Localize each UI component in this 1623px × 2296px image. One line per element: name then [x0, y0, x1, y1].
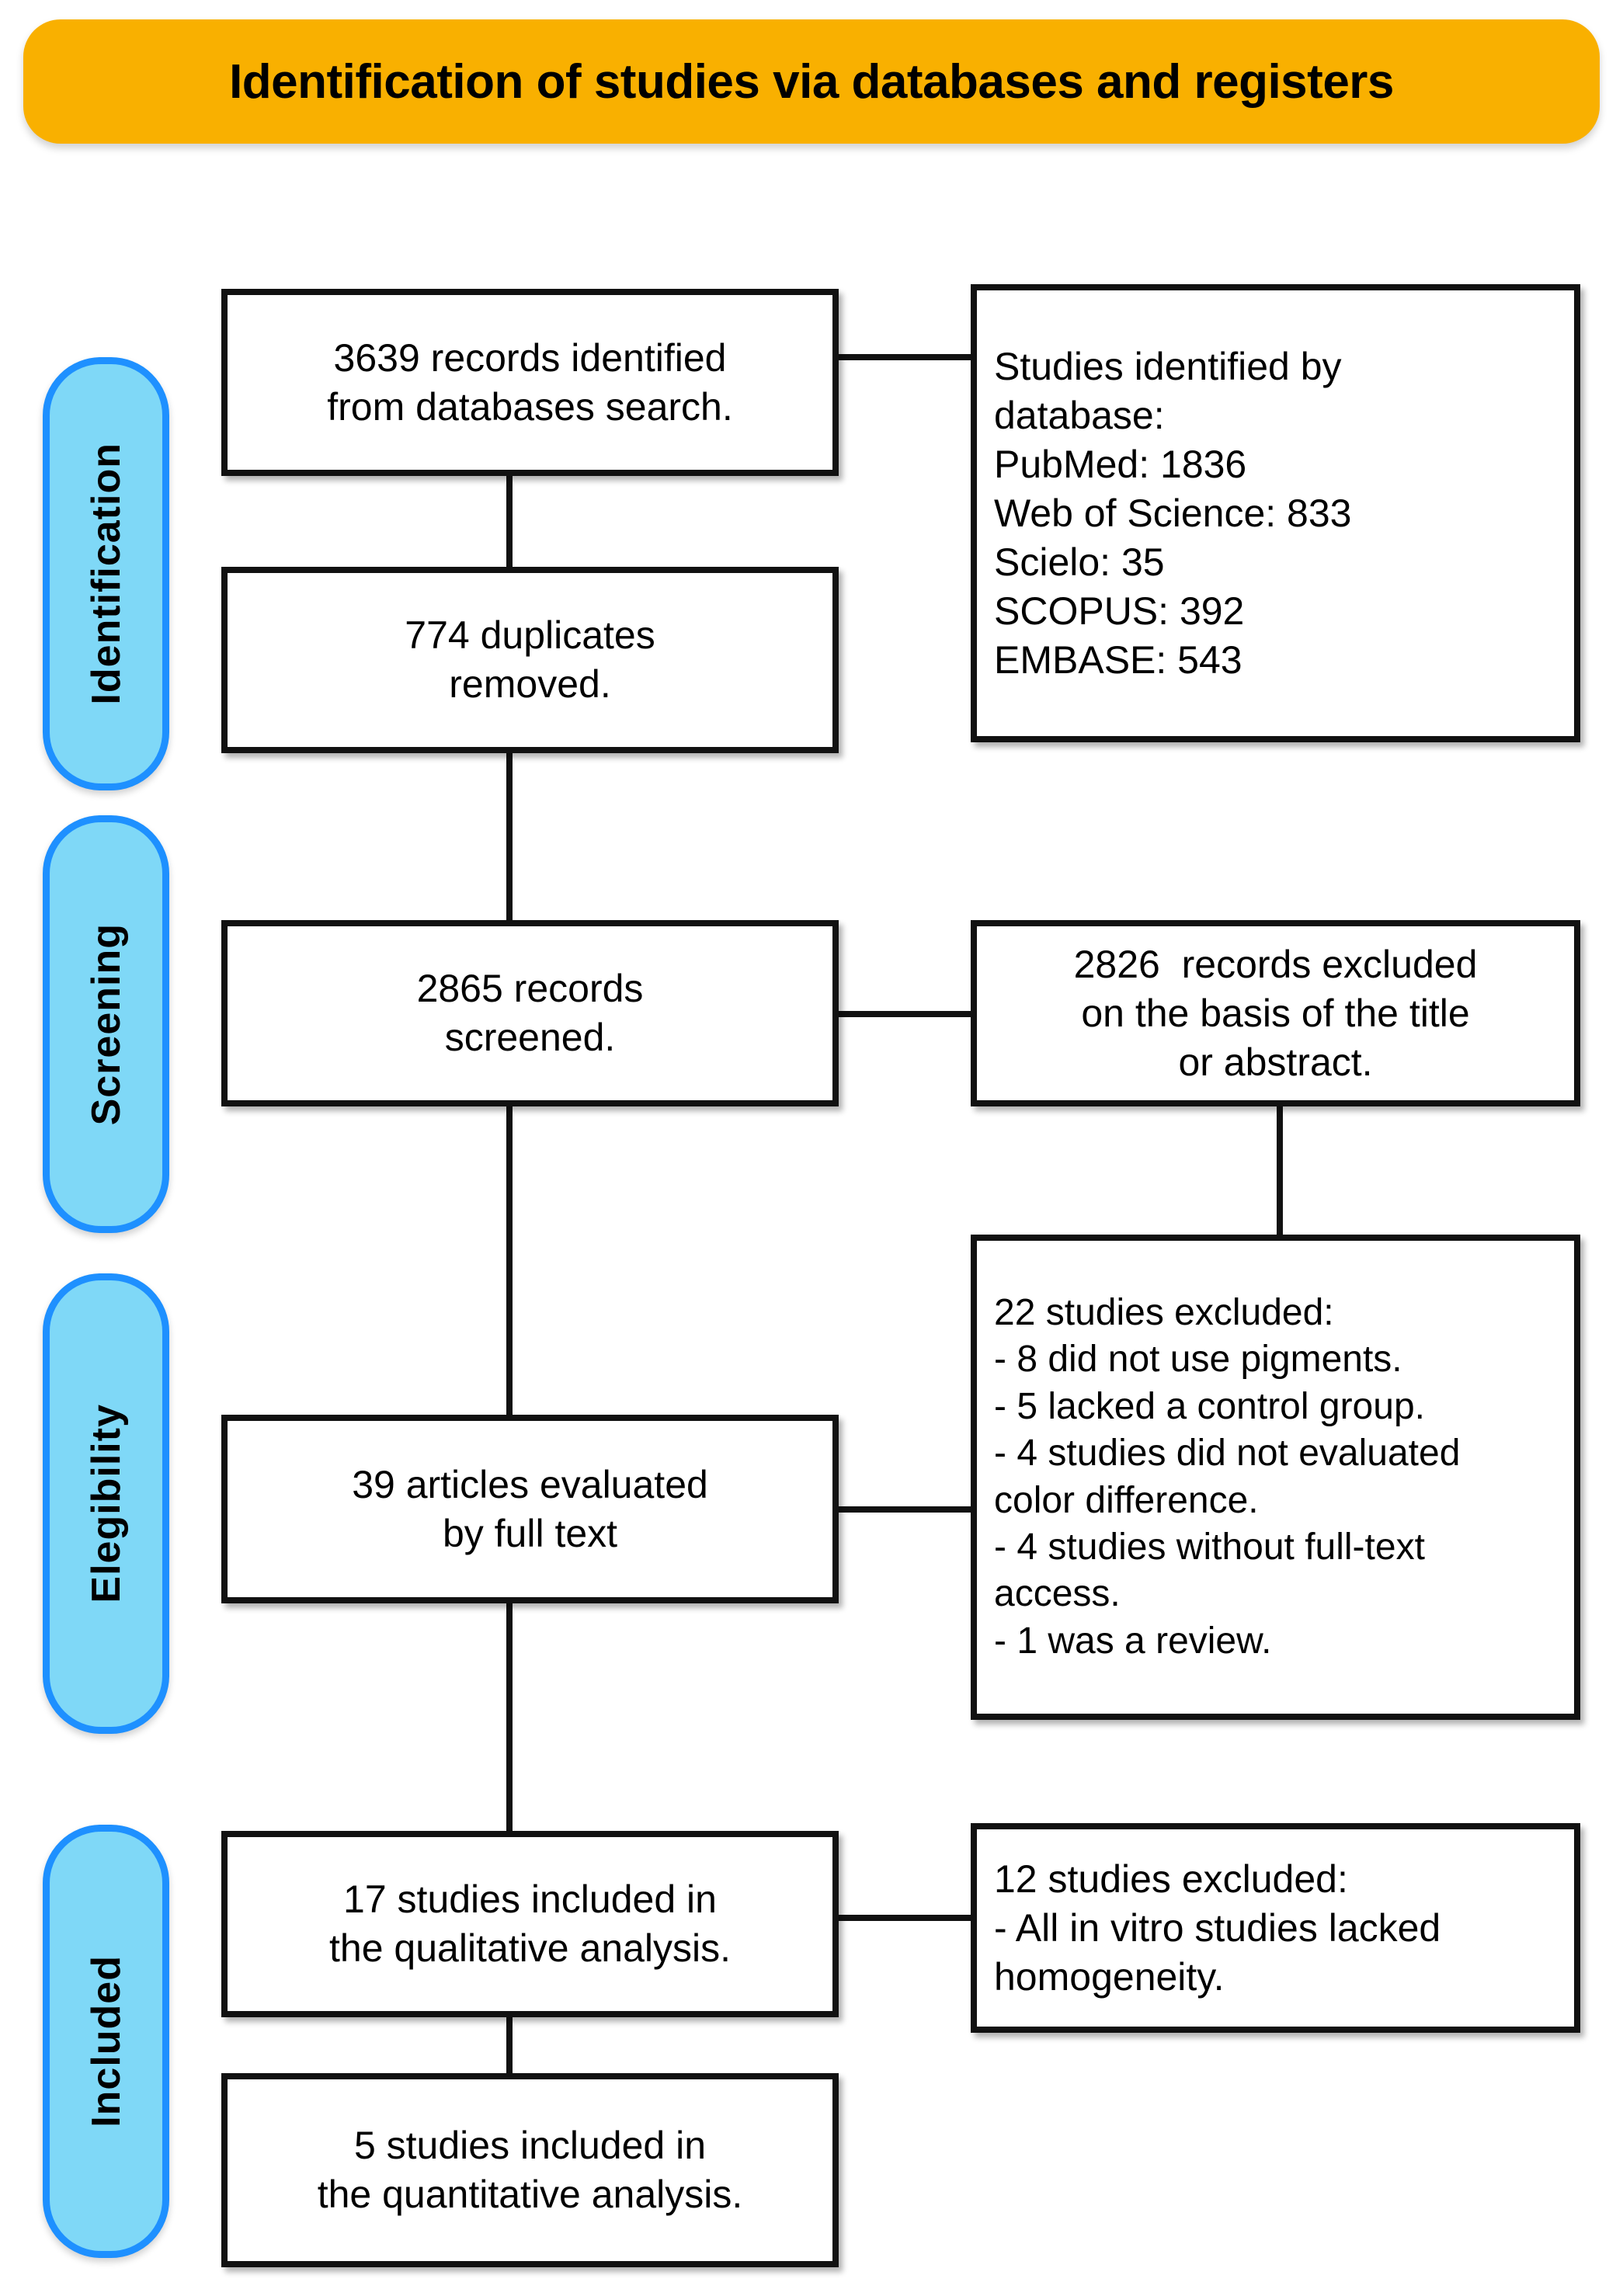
quantitative-excluded-line-2: - All in vitro studies lacked — [994, 1905, 1441, 1950]
connector-duplicates-to-screened — [506, 747, 513, 926]
articles-fulltext-line-1: 39 articles evaluated — [352, 1462, 708, 1506]
connector-screened-to-excluded — [832, 1011, 977, 1017]
quantitative-included-line-1: 5 studies included in — [353, 2124, 707, 2167]
studies-excluded-reason-2: - 5 lacked a control group. — [994, 1385, 1425, 1427]
databases-pubmed-count: PubMed: 1836 — [994, 442, 1247, 486]
studies-excluded-reason-3b: color difference. — [994, 1479, 1259, 1521]
box-databases-breakdown: Studies identified by database: PubMed: … — [971, 284, 1580, 742]
connector-qualitative-to-excluded12 — [832, 1915, 977, 1921]
qualitative-included-line-1: 17 studies included in — [343, 1877, 717, 1921]
stage-pill-included: Included — [43, 1825, 169, 2258]
box-articles-full-text: 39 articles evaluated by full text — [221, 1415, 839, 1603]
stage-label-screening: Screening — [83, 922, 129, 1126]
databases-webofscience-count: Web of Science: 833 — [994, 491, 1352, 535]
duplicates-removed-line-2: removed. — [449, 662, 611, 706]
qualitative-included-line-2: the qualitative analysis. — [329, 1926, 731, 1970]
connector-fulltext-to-studies-excluded — [832, 1506, 977, 1513]
databases-line-2: database: — [994, 393, 1165, 437]
records-excluded-line-1: 2826 records excluded — [1073, 942, 1478, 986]
connector-fulltext-to-qualitative — [506, 1597, 513, 1837]
connector-identified-to-databases — [832, 354, 977, 360]
records-identified-line-2: from databases search. — [327, 384, 733, 429]
studies-excluded-reason-4b: access. — [994, 1573, 1121, 1615]
records-screened-line-1: 2865 records — [416, 967, 644, 1010]
studies-excluded-reason-5: - 1 was a review. — [994, 1620, 1272, 1662]
databases-scopus-count: SCOPUS: 392 — [994, 589, 1245, 633]
box-qualitative-included: 17 studies included in the qualitative a… — [221, 1831, 839, 2017]
connector-excluded-to-studies-excluded — [1277, 1100, 1283, 1241]
stage-label-included: Included — [83, 1955, 129, 2128]
stage-pill-identification: Identification — [43, 357, 169, 790]
box-quantitative-excluded: 12 studies excluded: - All in vitro stud… — [971, 1823, 1580, 2033]
quantitative-excluded-line-3: homogeneity. — [994, 1954, 1225, 1999]
connector-qualitative-to-quantitative — [506, 2011, 513, 2079]
box-records-excluded-title-abstract: 2826 records excluded on the basis of th… — [971, 920, 1580, 1106]
quantitative-excluded-line-1: 12 studies excluded: — [994, 1857, 1348, 1901]
records-excluded-line-3: or abstract. — [1178, 1040, 1373, 1084]
diagram-title-banner: Identification of studies via databases … — [23, 19, 1600, 144]
quantitative-included-line-2: the quantitative analysis. — [317, 2173, 743, 2216]
box-quantitative-included: 5 studies included in the quantitative a… — [221, 2073, 839, 2267]
databases-embase-count: EMBASE: 543 — [994, 637, 1242, 682]
stage-label-identification: Identification — [83, 443, 129, 705]
page-title: Identification of studies via databases … — [229, 54, 1394, 109]
connector-identified-to-duplicates — [506, 470, 513, 573]
stage-pill-screening: Screening — [43, 815, 169, 1233]
studies-excluded-reason-3a: - 4 studies did not evaluated — [994, 1433, 1461, 1475]
records-screened-line-2: screened. — [444, 1016, 616, 1059]
duplicates-removed-line-1: 774 duplicates — [405, 613, 655, 657]
box-studies-excluded-detail: 22 studies excluded: - 8 did not use pig… — [971, 1235, 1580, 1720]
records-excluded-line-2: on the basis of the title — [1081, 991, 1470, 1035]
studies-excluded-reason-4a: - 4 studies without full-text — [994, 1526, 1425, 1568]
databases-scielo-count: Scielo: 35 — [994, 540, 1165, 584]
records-identified-line-1: 3639 records identified — [333, 335, 727, 380]
box-records-screened: 2865 records screened. — [221, 920, 839, 1106]
connector-screened-to-fulltext — [506, 1100, 513, 1421]
stage-label-elegibility: Elegibility — [83, 1404, 129, 1603]
articles-fulltext-line-2: by full text — [442, 1511, 618, 1555]
box-records-identified: 3639 records identified from databases s… — [221, 289, 839, 476]
studies-excluded-heading: 22 studies excluded: — [994, 1291, 1334, 1333]
studies-excluded-reason-1: - 8 did not use pigments. — [994, 1339, 1402, 1381]
databases-line-1: Studies identified by — [994, 344, 1342, 388]
stage-pill-elegibility: Elegibility — [43, 1273, 169, 1734]
box-duplicates-removed: 774 duplicates removed. — [221, 567, 839, 753]
